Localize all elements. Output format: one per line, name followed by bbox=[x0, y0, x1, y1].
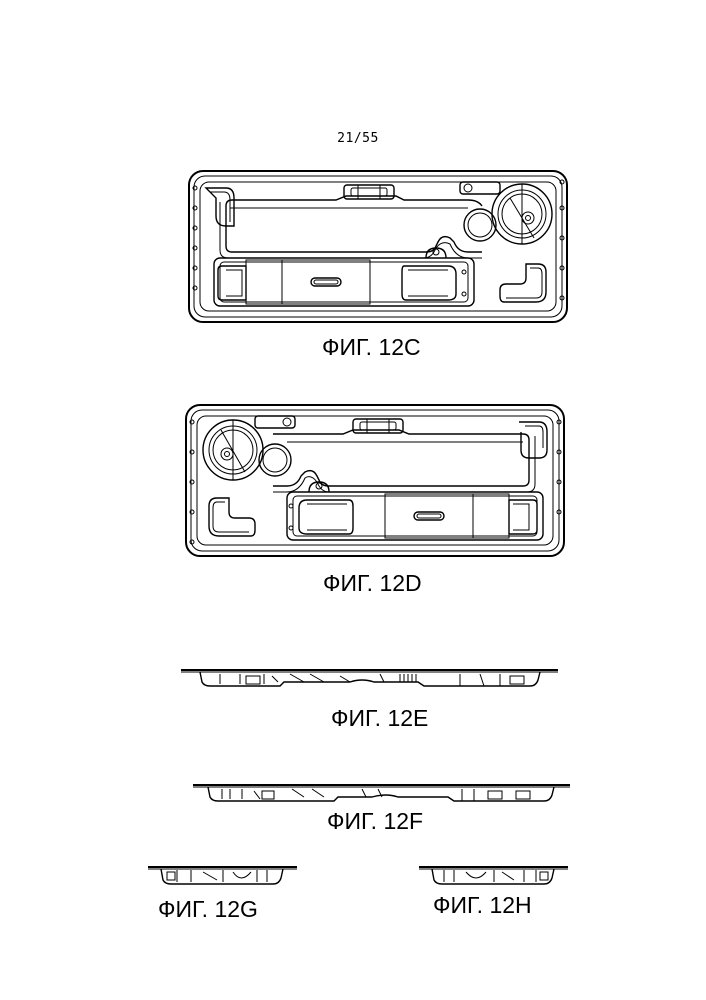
figure-12g-label: ФИГ. 12G bbox=[158, 896, 258, 923]
figure-12c-label: ФИГ. 12C bbox=[322, 334, 421, 361]
figure-12h-label: ФИГ. 12H bbox=[433, 892, 532, 919]
figure-12d-drawing bbox=[183, 402, 569, 560]
figure-12e-label: ФИГ. 12E bbox=[331, 705, 428, 732]
figure-12e-drawing bbox=[180, 668, 560, 690]
figure-12f-label: ФИГ. 12F bbox=[327, 808, 423, 835]
figure-12c-drawing bbox=[186, 168, 572, 326]
figure-12h-drawing bbox=[418, 864, 570, 888]
page-number: 21/55 bbox=[0, 131, 706, 146]
figure-12g-drawing bbox=[147, 864, 299, 888]
figure-12f-drawing bbox=[192, 783, 572, 805]
figure-12d-label: ФИГ. 12D bbox=[323, 570, 422, 597]
